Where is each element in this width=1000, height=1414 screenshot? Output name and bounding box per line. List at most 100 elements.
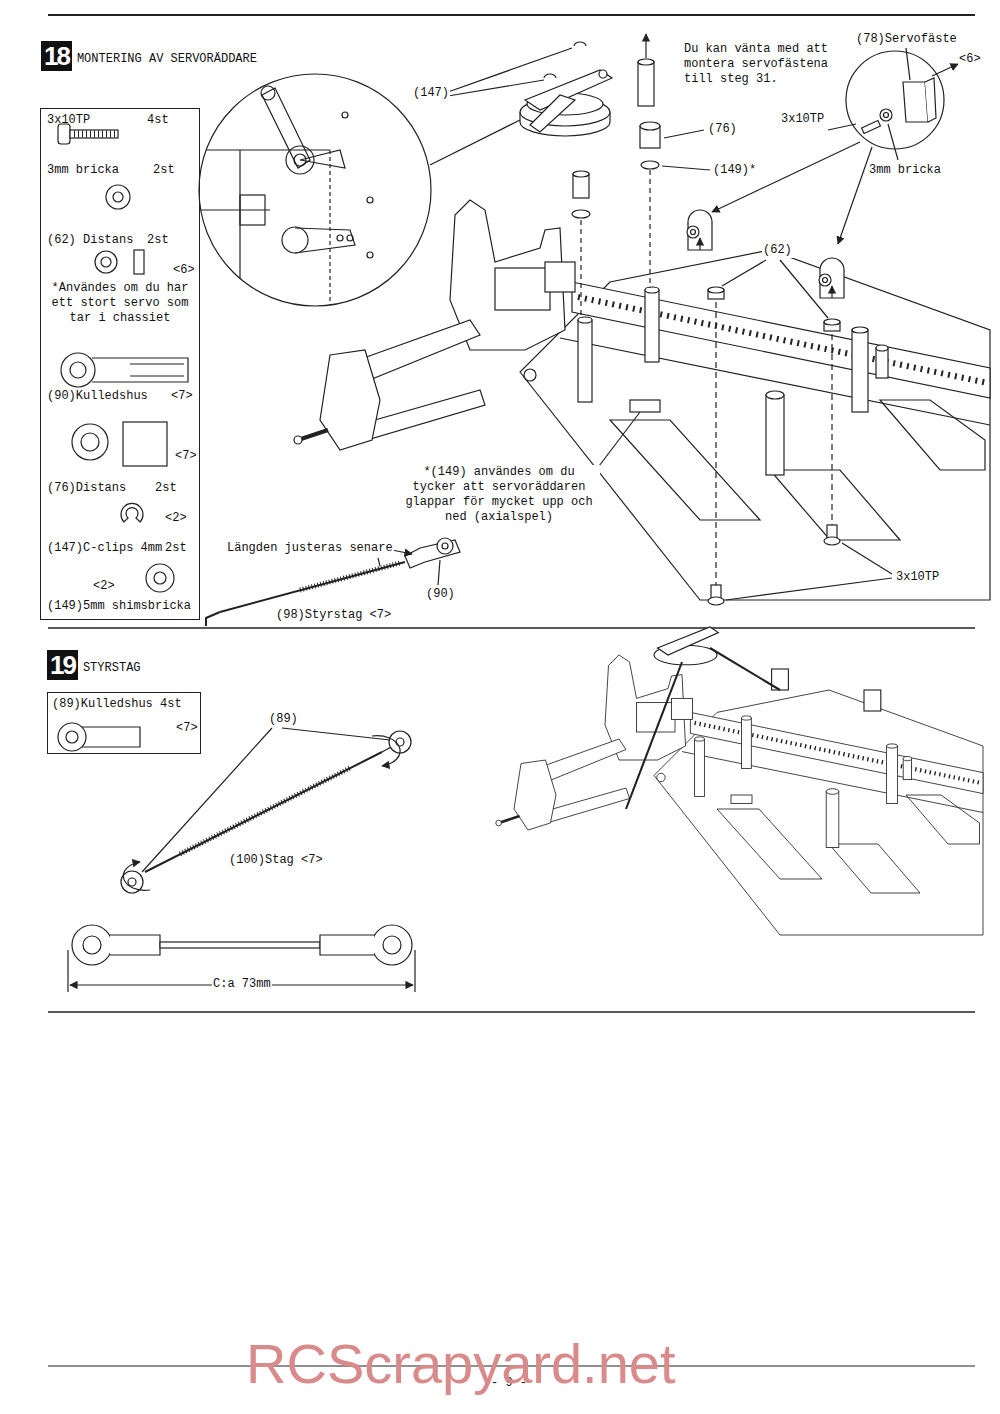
magnified-detail [300, 150, 345, 168]
parts-icons [70, 362, 86, 378]
scale-mark: <6> [958, 52, 982, 67]
servo-mounts [596, 412, 640, 470]
chassis-step19 [864, 690, 881, 711]
steering-rod-18 [392, 550, 412, 554]
parts-icons [61, 353, 95, 387]
callout-number: (76) [707, 122, 738, 137]
magnified-detail [337, 235, 343, 241]
part-callout: (98)Styrstag <7> [275, 608, 392, 623]
step-title: MONTERING AV SERVORÄDDARE [77, 52, 257, 67]
servo-saver [599, 70, 607, 78]
parts-icons [81, 433, 99, 451]
servo-mounts [691, 230, 696, 235]
callout-number: (149)* [712, 163, 757, 178]
chassis-step18 [294, 200, 990, 600]
steering-rod-19 [128, 878, 136, 886]
steering-rod-19 [414, 950, 415, 992]
servo-saver [448, 34, 710, 318]
magnified-detail [200, 209, 270, 210]
chassis-step18 [294, 200, 990, 600]
steering-rod-19 [383, 936, 401, 954]
chassis-step19 [658, 627, 719, 655]
servo-saver [664, 130, 704, 138]
parts-icons [113, 192, 123, 202]
servo-mounts [780, 260, 828, 318]
servo-mounts [831, 286, 832, 298]
servo-mounts [596, 48, 958, 605]
servo-saver [580, 220, 581, 318]
magnified-detail [199, 74, 431, 306]
steering-rod-19 [72, 925, 112, 965]
servo-mounts [925, 78, 936, 122]
chassis-step19 [496, 627, 983, 935]
part-text: <7> [171, 389, 193, 404]
steering-rod-19 [145, 752, 382, 872]
servo-mounts [838, 147, 872, 244]
magnified-detail [200, 86, 373, 310]
magnified-detail [367, 197, 373, 203]
part-text: <7> [176, 721, 198, 736]
screw-callout: 3x10TP [780, 112, 825, 127]
steering-rod-18 [442, 543, 448, 549]
servo-saver [544, 74, 556, 78]
part-text: <2> [165, 511, 187, 526]
servo-saver [638, 62, 654, 106]
magnified-detail [282, 227, 308, 253]
step-number: 19 [47, 650, 78, 680]
steering-rod-19 [282, 728, 390, 740]
steering-rod-18 [378, 558, 380, 566]
magnified-detail [342, 112, 348, 118]
servo-mounts [715, 302, 716, 585]
steering-rod-18 [206, 538, 460, 626]
parts-list: 3x10TP4st3mm bricka2st(62) Distans2st<6>… [40, 108, 200, 620]
part-text: 2st [153, 163, 175, 178]
steering-rod-19 [110, 935, 160, 955]
magnified-detail [240, 195, 265, 225]
servo-mounts [687, 226, 699, 238]
servo-mounts [699, 238, 700, 250]
part-text: 3x10TP [47, 113, 90, 128]
steering-rod-19 [372, 736, 400, 766]
steering-rod-19 [142, 728, 272, 872]
servo-mounts [726, 578, 892, 600]
step-title: STYRSTAG [83, 661, 141, 676]
part-text: (147)C-clips 4mm [47, 541, 162, 556]
watermark: RCScrapyard.net [245, 1334, 677, 1394]
part-text: <6> [173, 263, 195, 278]
steering-rod-18 [437, 538, 453, 554]
steering-rod-18 [300, 563, 400, 590]
servo-saver [649, 170, 650, 288]
parts-icons [92, 358, 188, 382]
steering-rod-19 [68, 728, 415, 992]
servo-saver [573, 174, 589, 198]
magnified-detail [367, 252, 373, 258]
servo-saver [638, 59, 654, 65]
frame-lines [48, 15, 975, 1366]
steering-rod-19 [83, 936, 101, 954]
part-text: (90)Kulledshus [47, 389, 148, 404]
parts-icons [134, 250, 144, 274]
callout-number: (62) [762, 243, 793, 258]
part-text: 4st [147, 113, 169, 128]
servo-mounts [846, 51, 944, 149]
assembly-note: *(149) användes om du tycker att servorä… [398, 465, 600, 525]
servo-mounts [862, 120, 881, 133]
parts-icons [123, 422, 167, 466]
chassis-step19 [626, 627, 881, 809]
parts-icons [146, 564, 174, 592]
parts-icons [74, 131, 116, 138]
servo-mounts [888, 124, 898, 160]
frame-lines [48, 627, 975, 629]
servo-mounts [932, 64, 958, 76]
part-callout: (78)Servofäste [855, 32, 958, 47]
parts-icons [78, 727, 140, 747]
part-text: <7> [175, 449, 197, 464]
parts-icons [130, 375, 184, 376]
dimension-label: C:a 73mm [212, 977, 272, 992]
steering-rod-19 [396, 738, 404, 746]
magnified-detail [347, 235, 353, 241]
part-text: 2st [147, 233, 169, 248]
frame-lines [48, 1011, 975, 1013]
magnified-detail [261, 86, 275, 100]
servo-saver [530, 95, 575, 132]
